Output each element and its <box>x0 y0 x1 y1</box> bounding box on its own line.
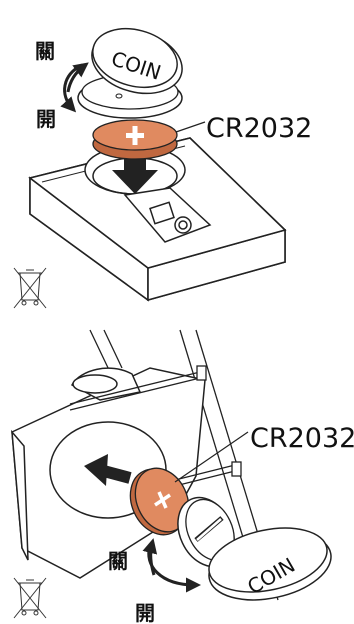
open-label: 開 <box>135 601 155 624</box>
battery-label: CR2032 <box>206 113 312 144</box>
weee-bin-icon <box>14 268 46 308</box>
close-label: 關 <box>108 549 128 573</box>
battery-sign: + <box>0 0 13 4</box>
battery-label: CR2032 <box>250 423 354 454</box>
battery <box>93 120 177 159</box>
open-label: 開 <box>36 107 56 131</box>
battery-sign: + <box>0 0 13 4</box>
close-label: 關 <box>35 39 55 63</box>
weee-bin-icon <box>14 578 46 618</box>
